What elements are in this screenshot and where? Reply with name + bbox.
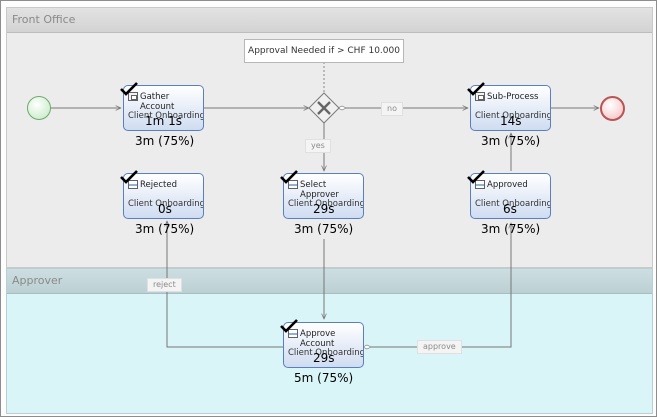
checkmark-icon <box>120 82 138 96</box>
lane-approver: Approver <box>6 268 653 414</box>
task-rejected[interactable]: Rejected Client Onboarding – ... <box>123 173 204 219</box>
task-role: Client Onboarding – ... <box>288 348 363 358</box>
task-time: 14s <box>500 114 522 128</box>
start-event[interactable] <box>27 96 51 120</box>
task-total: 3m (75%) <box>135 222 195 236</box>
text-annotation[interactable]: Approval Needed if > CHF 10.000 <box>244 39 404 63</box>
task-approve-account[interactable]: Approve Account Client Onboarding – ... <box>283 322 364 368</box>
checkmark-icon <box>120 170 138 184</box>
subprocess-icon <box>128 92 138 101</box>
task-time: 29s <box>313 202 335 216</box>
task-role: Client Onboarding – ... <box>475 111 550 121</box>
task-total: 5m (75%) <box>294 371 354 385</box>
task-total: 3m (75%) <box>481 222 541 236</box>
flow-approve-approved[interactable] <box>363 223 511 347</box>
checkmark-icon <box>280 319 298 333</box>
user-task-icon <box>288 180 298 189</box>
task-name: Select Approver <box>300 180 339 200</box>
task-total: 3m (75%) <box>294 222 354 236</box>
checkmark-icon <box>280 170 298 184</box>
task-sub-process[interactable]: Sub-Process Client Onboarding – ... <box>470 85 551 131</box>
task-name: Gather Account <box>140 92 175 112</box>
lane-header-approver[interactable]: Approver <box>7 269 652 294</box>
flow-approve-rejected[interactable] <box>167 221 283 348</box>
task-role: Client Onboarding – ... <box>128 111 203 121</box>
edge-label-yes: yes <box>305 139 331 153</box>
task-role: Client Onboarding – ... <box>288 199 363 209</box>
lane-header-front-office[interactable]: Front Office <box>7 8 652 33</box>
task-role: Client Onboarding – ... <box>128 199 203 209</box>
task-total: 3m (75%) <box>481 134 541 148</box>
lane-title: Approver <box>12 274 63 287</box>
edge-label-approve: approve <box>417 340 462 354</box>
checkmark-icon <box>467 170 485 184</box>
end-event[interactable] <box>600 96 625 121</box>
checkmark-icon <box>467 82 485 96</box>
user-task-icon <box>128 180 138 189</box>
task-time: 0s <box>158 202 172 216</box>
task-name: Approved <box>487 180 528 190</box>
task-role: Client Onboarding – ... <box>475 199 550 209</box>
task-approved[interactable]: Approved Client Onboarding – ... <box>470 173 551 219</box>
user-task-icon <box>475 180 485 189</box>
task-select-approver[interactable]: Select Approver Client Onboarding – ... <box>283 173 364 219</box>
task-gather-account[interactable]: Gather Account Client Onboarding – ... <box>123 85 204 131</box>
task-time: 6s <box>503 202 517 216</box>
subprocess-icon <box>475 92 485 101</box>
task-total: 3m (75%) <box>135 134 195 148</box>
task-time: 29s <box>313 351 335 365</box>
edge-label-no: no <box>381 102 403 116</box>
task-time: 1m 1s <box>145 114 183 128</box>
task-name: Sub-Process <box>487 92 539 102</box>
edge-label-reject: reject <box>147 278 182 292</box>
lane-title: Front Office <box>12 13 76 26</box>
exclusive-gateway[interactable] <box>308 92 340 124</box>
task-name: Rejected <box>140 180 177 190</box>
task-name: Approve Account <box>300 329 336 349</box>
user-task-icon <box>288 329 298 338</box>
